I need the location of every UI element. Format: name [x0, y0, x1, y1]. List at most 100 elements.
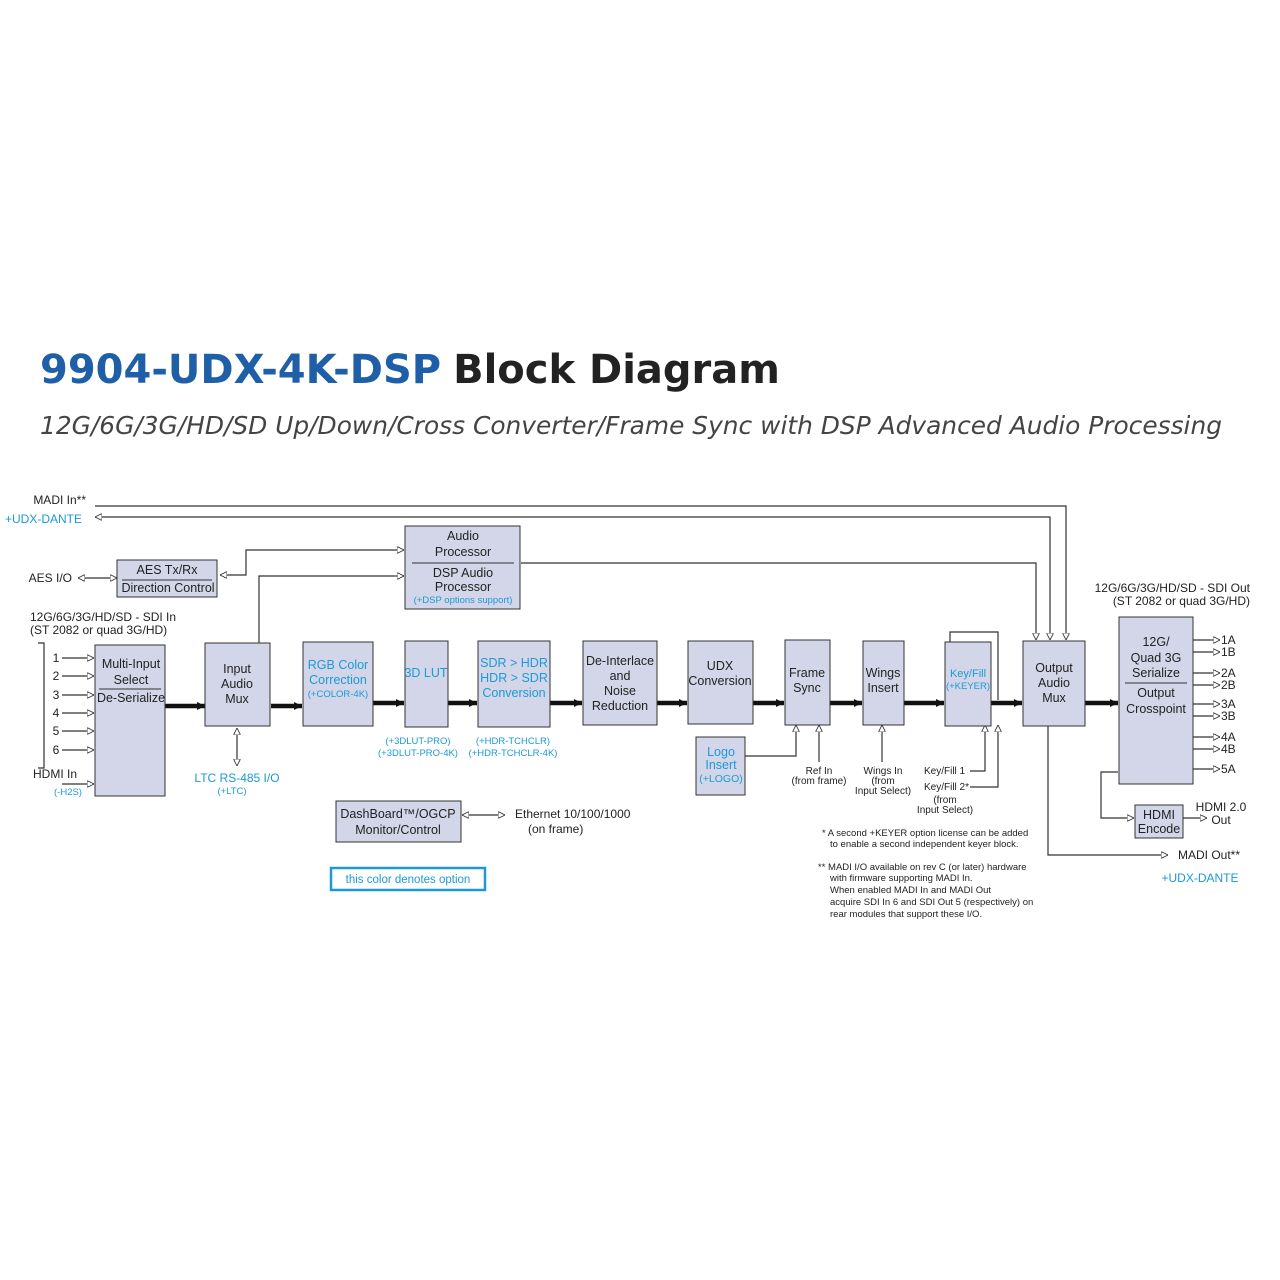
audio-processor-block: Audio Processor DSP Audio Processor (+DS…	[404, 525, 521, 610]
madi-out-line	[1047, 726, 1168, 855]
serializer-line-3: Serialize	[1132, 666, 1180, 680]
ref-in-label-1: Ref In	[806, 766, 833, 777]
footnote-keyer-1: * A second +KEYER option license can be …	[822, 828, 1028, 839]
hdmi-encode-line-1: HDMI	[1143, 808, 1175, 822]
sdi-out-port-3a: 3A	[1221, 697, 1236, 711]
diagram-subtitle: 12G/6G/3G/HD/SD Up/Down/Cross Converter/…	[40, 411, 1222, 440]
logo-option: (+LOGO)	[699, 773, 742, 785]
3d-lut-block: 3D LUT	[404, 640, 449, 728]
deint-line-3: Noise	[604, 684, 636, 698]
multi-input-line-2: Select	[114, 673, 149, 687]
multi-input-block: Multi-Input Select De-Serialize	[94, 644, 166, 797]
rgb-option: (+COLOR-4K)	[308, 689, 368, 700]
sdi-in-label-2: (ST 2082 or quad 3G/HD)	[30, 623, 167, 637]
ethernet-label-2: (on frame)	[528, 822, 583, 836]
sdi-out-label-1: 12G/6G/3G/HD/SD - SDI Out	[1095, 581, 1251, 595]
video-path	[165, 699, 1118, 710]
logo-insert-block: Logo Insert (+LOGO)	[695, 736, 746, 796]
hdmi-out-label-1: HDMI 2.0	[1196, 800, 1247, 814]
logo-line	[745, 725, 796, 757]
keyer-loop-line	[949, 631, 999, 700]
multi-input-line-1: Multi-Input	[102, 657, 161, 671]
wings-line-1: Wings	[866, 666, 901, 680]
dsp-option: (+DSP options support)	[414, 595, 513, 606]
hdmi-out-label-2: Out	[1211, 813, 1231, 827]
sdr-option-2: (+HDR-TCHCLR-4K)	[469, 748, 558, 759]
output-audio-line-3: Mux	[1042, 691, 1066, 705]
ltc-label: LTC RS-485 I/O	[194, 771, 279, 785]
input-audio-line-2: Audio	[221, 677, 253, 691]
dsp-proc-line-1: DSP Audio	[433, 566, 493, 580]
frame-sync-line-2: Sync	[793, 681, 821, 695]
keyfill-1-label: Key/Fill 1	[924, 766, 966, 777]
aes-block-line-2: Direction Control	[121, 581, 214, 595]
sdi-in-port-4: 4	[53, 706, 60, 720]
signal-lines	[38, 505, 1220, 855]
input-audio-line-1: Input	[223, 662, 251, 676]
sdi-out-port-1a: 1A	[1221, 633, 1236, 647]
sdi-in-port-5: 5	[53, 724, 60, 738]
aes-direction-block: AES Tx/Rx Direction Control	[116, 559, 218, 598]
sdi-out-port-5a: 5A	[1221, 762, 1236, 776]
keyfill-2-line	[970, 725, 998, 788]
sdi-out-port-4a: 4A	[1221, 730, 1236, 744]
keyfill-option: (+KEYER)	[946, 681, 990, 692]
footnote-keyer-2: to enable a second independent keyer blo…	[830, 839, 1019, 850]
sdi-in-bracket	[38, 642, 45, 769]
sdi-in-port-6: 6	[53, 743, 60, 757]
sdr-option-1: (+HDR-TCHCLR)	[476, 736, 550, 747]
deint-line-4: Reduction	[592, 699, 648, 713]
sdi-out-port-2a: 2A	[1221, 666, 1236, 680]
udx-line-1: UDX	[707, 659, 734, 673]
logo-line-1: Logo	[707, 745, 735, 759]
audio-proc-line-1: Audio	[447, 529, 479, 543]
keyfill-1-line	[970, 725, 985, 772]
deint-line-1: De-Interlace	[586, 654, 654, 668]
input-audio-line-3: Mux	[225, 692, 249, 706]
frame-sync-block: Frame Sync	[784, 639, 831, 726]
keyfill-label: Key/Fill	[950, 668, 986, 680]
frame-sync-line-1: Frame	[789, 666, 825, 680]
wings-in-label-3: Input Select)	[855, 786, 911, 797]
footnote-madi-1: ** MADI I/O available on rev C (or later…	[818, 862, 1027, 873]
multi-input-line-3: De-Serialize	[97, 691, 165, 705]
deinterlace-block: De-Interlace and Noise Reduction	[582, 640, 658, 726]
wings-insert-block: Wings Insert	[862, 640, 905, 726]
keyfill-2-label: Key/Fill 2*	[924, 782, 969, 793]
sdi-in-label-1: 12G/6G/3G/HD/SD - SDI In	[30, 610, 176, 624]
serializer-block: 12G/ Quad 3G Serialize Output Crosspoint	[1118, 616, 1194, 785]
footnote-madi-2: with firmware supporting MADI In.	[829, 873, 973, 884]
dashboard-line-1: DashBoard™/OGCP	[340, 807, 455, 821]
sdr-line-2: HDR > SDR	[480, 671, 548, 685]
lut-label: 3D LUT	[404, 666, 447, 680]
footnote-madi-3: When enabled MADI In and MADI Out	[830, 885, 991, 896]
dante-out-label: +UDX-DANTE	[1161, 871, 1238, 885]
rgb-line-1: RGB Color	[308, 658, 368, 672]
hdmi-in-label: HDMI In	[33, 767, 77, 781]
sdi-in-port-3: 3	[53, 688, 60, 702]
sdi-out-port-3b: 3B	[1221, 709, 1236, 723]
output-audio-line-1: Output	[1035, 661, 1073, 675]
option-legend	[329, 866, 487, 892]
footnote-madi-4: acquire SDI In 6 and SDI Out 5 (respecti…	[830, 897, 1033, 908]
hdmi-encode-block: HDMI Encode	[1134, 804, 1184, 839]
ref-in-label-2: (from frame)	[792, 776, 847, 787]
serializer-line-2: Quad 3G	[1131, 651, 1182, 665]
output-audio-mux-block: Output Audio Mux	[1022, 640, 1086, 727]
sdi-in-port-2: 2	[53, 669, 60, 683]
logo-line-2: Insert	[705, 758, 737, 772]
dante-line	[95, 517, 1050, 640]
rgb-line-2: Correction	[309, 673, 367, 687]
madi-in-label: MADI In**	[33, 493, 86, 507]
model-name: 9904-UDX-4K-DSP	[40, 347, 441, 393]
aes-block-line-1: AES Tx/Rx	[137, 563, 199, 577]
hdmi-encode-line	[1100, 771, 1134, 818]
input-audio-to-proc-line	[258, 576, 404, 643]
sdi-out-port-4b: 4B	[1221, 742, 1236, 756]
sdr-hdr-block: SDR > HDR HDR > SDR Conversion	[477, 640, 551, 728]
hdmi-encode-line-2: Encode	[1138, 822, 1180, 836]
lut-option-1: (+3DLUT-PRO)	[385, 736, 450, 747]
sdi-out-port-1b: 1B	[1221, 645, 1236, 659]
